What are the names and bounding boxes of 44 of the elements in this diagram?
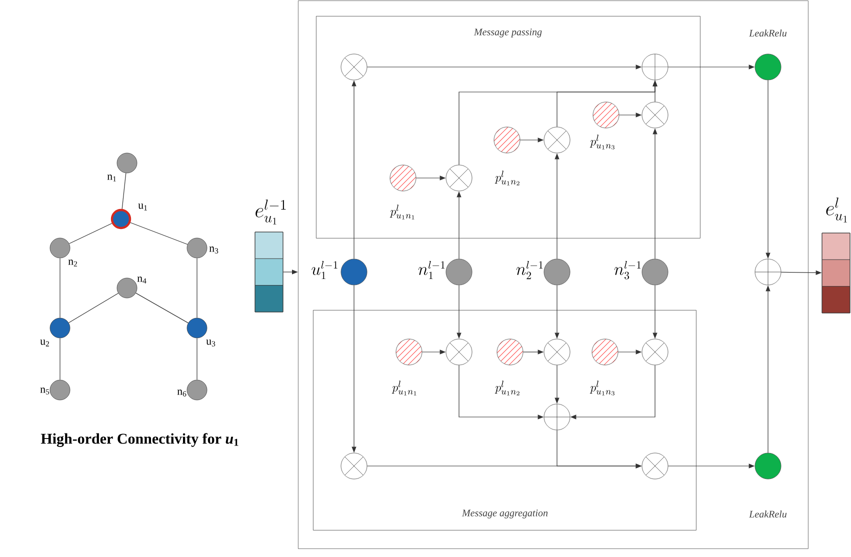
- node-label: n$_{2}$: [68, 260, 77, 266]
- formula-label: $p_{u_1n_3}^{l}$: [590, 134, 614, 150]
- formula-label: $n_1^{l-1}$: [418, 260, 445, 280]
- formula-label: $u_1^{l-1}$: [312, 260, 338, 280]
- multiply-symbol: [340, 54, 368, 80]
- sum-symbol: [754, 258, 782, 286]
- multiply-symbol: [340, 452, 368, 480]
- multiply-symbol: [544, 338, 570, 366]
- connector-line: [196, 258, 198, 318]
- connector-line: [130, 222, 188, 245]
- node-label: n$_{1}$: [107, 174, 116, 182]
- node-label: n$_{4}$: [137, 276, 146, 284]
- formula-label: $p_{u_1n_3}^{l}$: [590, 380, 614, 396]
- connector-line: [136, 292, 188, 324]
- formula-label: $p_{u_1n_2}^{l}$: [494, 170, 520, 186]
- connector-line: [68, 223, 112, 244]
- multiply-symbol: [446, 164, 472, 192]
- node-label: u$_{2}$: [40, 340, 49, 346]
- connector-line: [196, 338, 198, 380]
- multiply-symbol: [544, 126, 570, 154]
- connector-line: [68, 292, 119, 324]
- formula-label: $n_2^{l-1}$: [516, 260, 543, 280]
- node-label: u$_{3}$: [206, 340, 216, 346]
- node-label: n$_{6}$: [177, 390, 186, 396]
- sum-symbol: [642, 54, 668, 80]
- node-label: n$_{5}$: [40, 388, 50, 394]
- formula-label: $p_{u_1n_2}^{l}$: [494, 380, 520, 396]
- formula-label: $p_{u_1n_1}^{l}$: [390, 204, 414, 220]
- sum-symbol: [544, 404, 570, 430]
- multiply-symbol: [642, 338, 668, 366]
- layer-frame: [298, 0, 808, 549]
- formula-label: $e_{u_1}^{l}$: [826, 198, 847, 222]
- formula-label: $e_{u_1}^{l-1}$: [256, 200, 286, 224]
- node-label: u$_{1}$: [138, 204, 147, 210]
- multiply-symbol: [642, 102, 668, 128]
- multiply-symbol: [446, 338, 472, 366]
- node-label: n$_{3}$: [209, 246, 218, 254]
- formula-label: $p_{u_1n_1}^{l}$: [392, 380, 416, 396]
- activation-label: LeakRelu: [749, 510, 787, 518]
- multiply-symbol: [642, 452, 668, 480]
- connector-line: [122, 172, 126, 210]
- activation-label: LeakRelu: [749, 29, 787, 37]
- caption: High-order Connectivity for u$_{1}$: [40, 433, 238, 447]
- formula-label: $n_3^{l-1}$: [614, 260, 641, 280]
